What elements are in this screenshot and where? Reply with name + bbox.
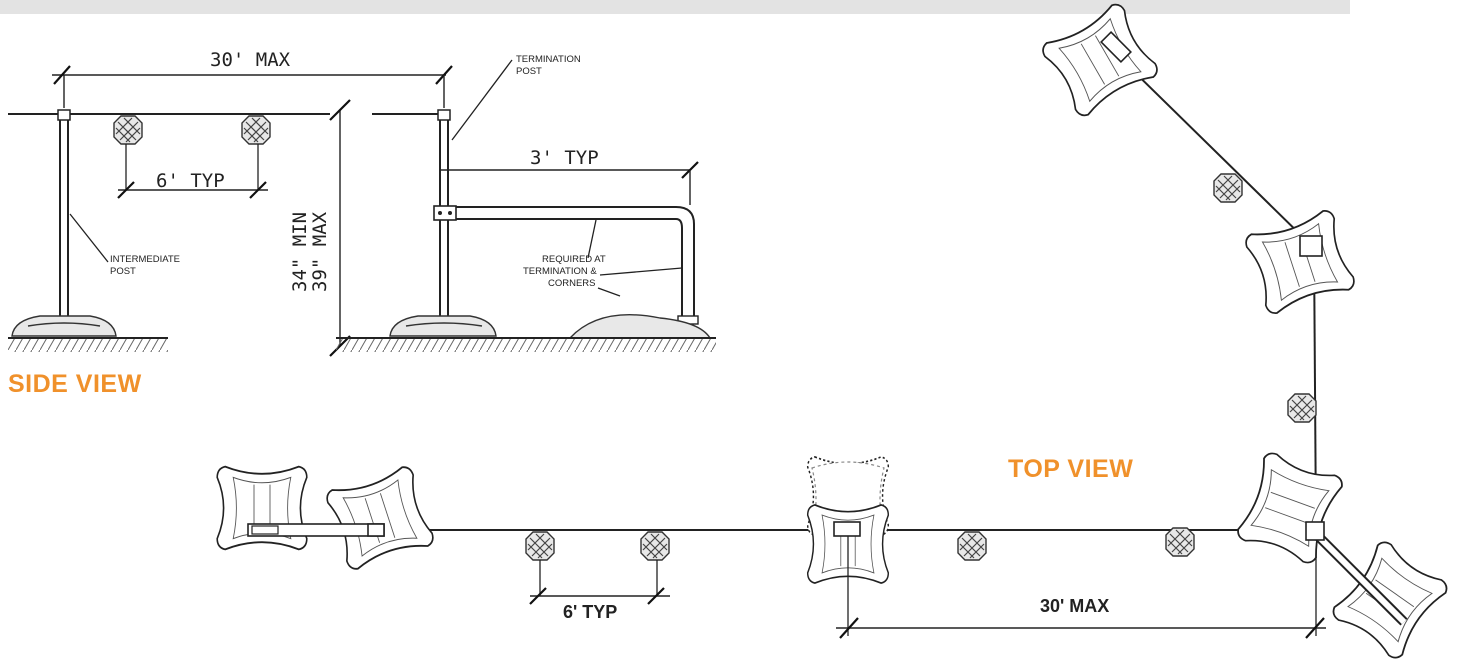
side-spacing-label: 6' TYP — [156, 170, 225, 192]
height-max-label: 39" MAX — [309, 211, 331, 292]
top-pad-corner-brace — [1328, 537, 1452, 660]
brace-note-2: TERMINATION & — [523, 266, 597, 277]
side-stanchion-1 — [113, 115, 143, 145]
intermediate-post-label-2: POST — [110, 266, 136, 277]
top-stanchion-6 — [1287, 393, 1317, 423]
corner-brace — [433, 205, 712, 339]
top-max-span-label: 30' MAX — [1040, 596, 1109, 616]
top-pad-mid-right — [1242, 207, 1358, 317]
intermediate-post — [11, 109, 117, 337]
top-stanchion-5 — [1213, 173, 1243, 203]
top-spacing-label: 6' TYP — [563, 602, 617, 622]
intermediate-post-label-1: INTERMEDIATE — [110, 254, 180, 265]
termination-post-label-1: TERMINATION — [516, 54, 581, 65]
brace-note-3: CORNERS — [548, 278, 596, 289]
top-stanchion-4 — [1165, 527, 1195, 557]
side-stanchion-2 — [241, 115, 271, 145]
side-view-title: SIDE VIEW — [8, 370, 142, 398]
top-pad-upper — [1038, 0, 1162, 120]
top-pad-left — [216, 465, 308, 551]
top-view: 6' TYP 30' MAX — [216, 0, 1452, 660]
top-stanchion-2 — [640, 531, 670, 561]
termination-post-label-2: POST — [516, 66, 542, 77]
height-min-label: 34" MIN — [289, 212, 311, 292]
top-pad-left-2 — [323, 463, 437, 573]
brace-length-label: 3' TYP — [530, 147, 599, 169]
termination-post — [389, 109, 497, 337]
top-stanchion-3 — [957, 531, 987, 561]
brace-note-1: REQUIRED AT — [542, 254, 606, 265]
side-max-span-label: 30' MAX — [210, 49, 291, 71]
top-view-title: TOP VIEW — [1008, 455, 1134, 483]
header-bar — [0, 0, 1350, 14]
top-stanchion-1 — [525, 531, 555, 561]
side-view: 30' MAX INTERMEDIATE POST 6' TYP 34" MIN… — [8, 49, 716, 357]
